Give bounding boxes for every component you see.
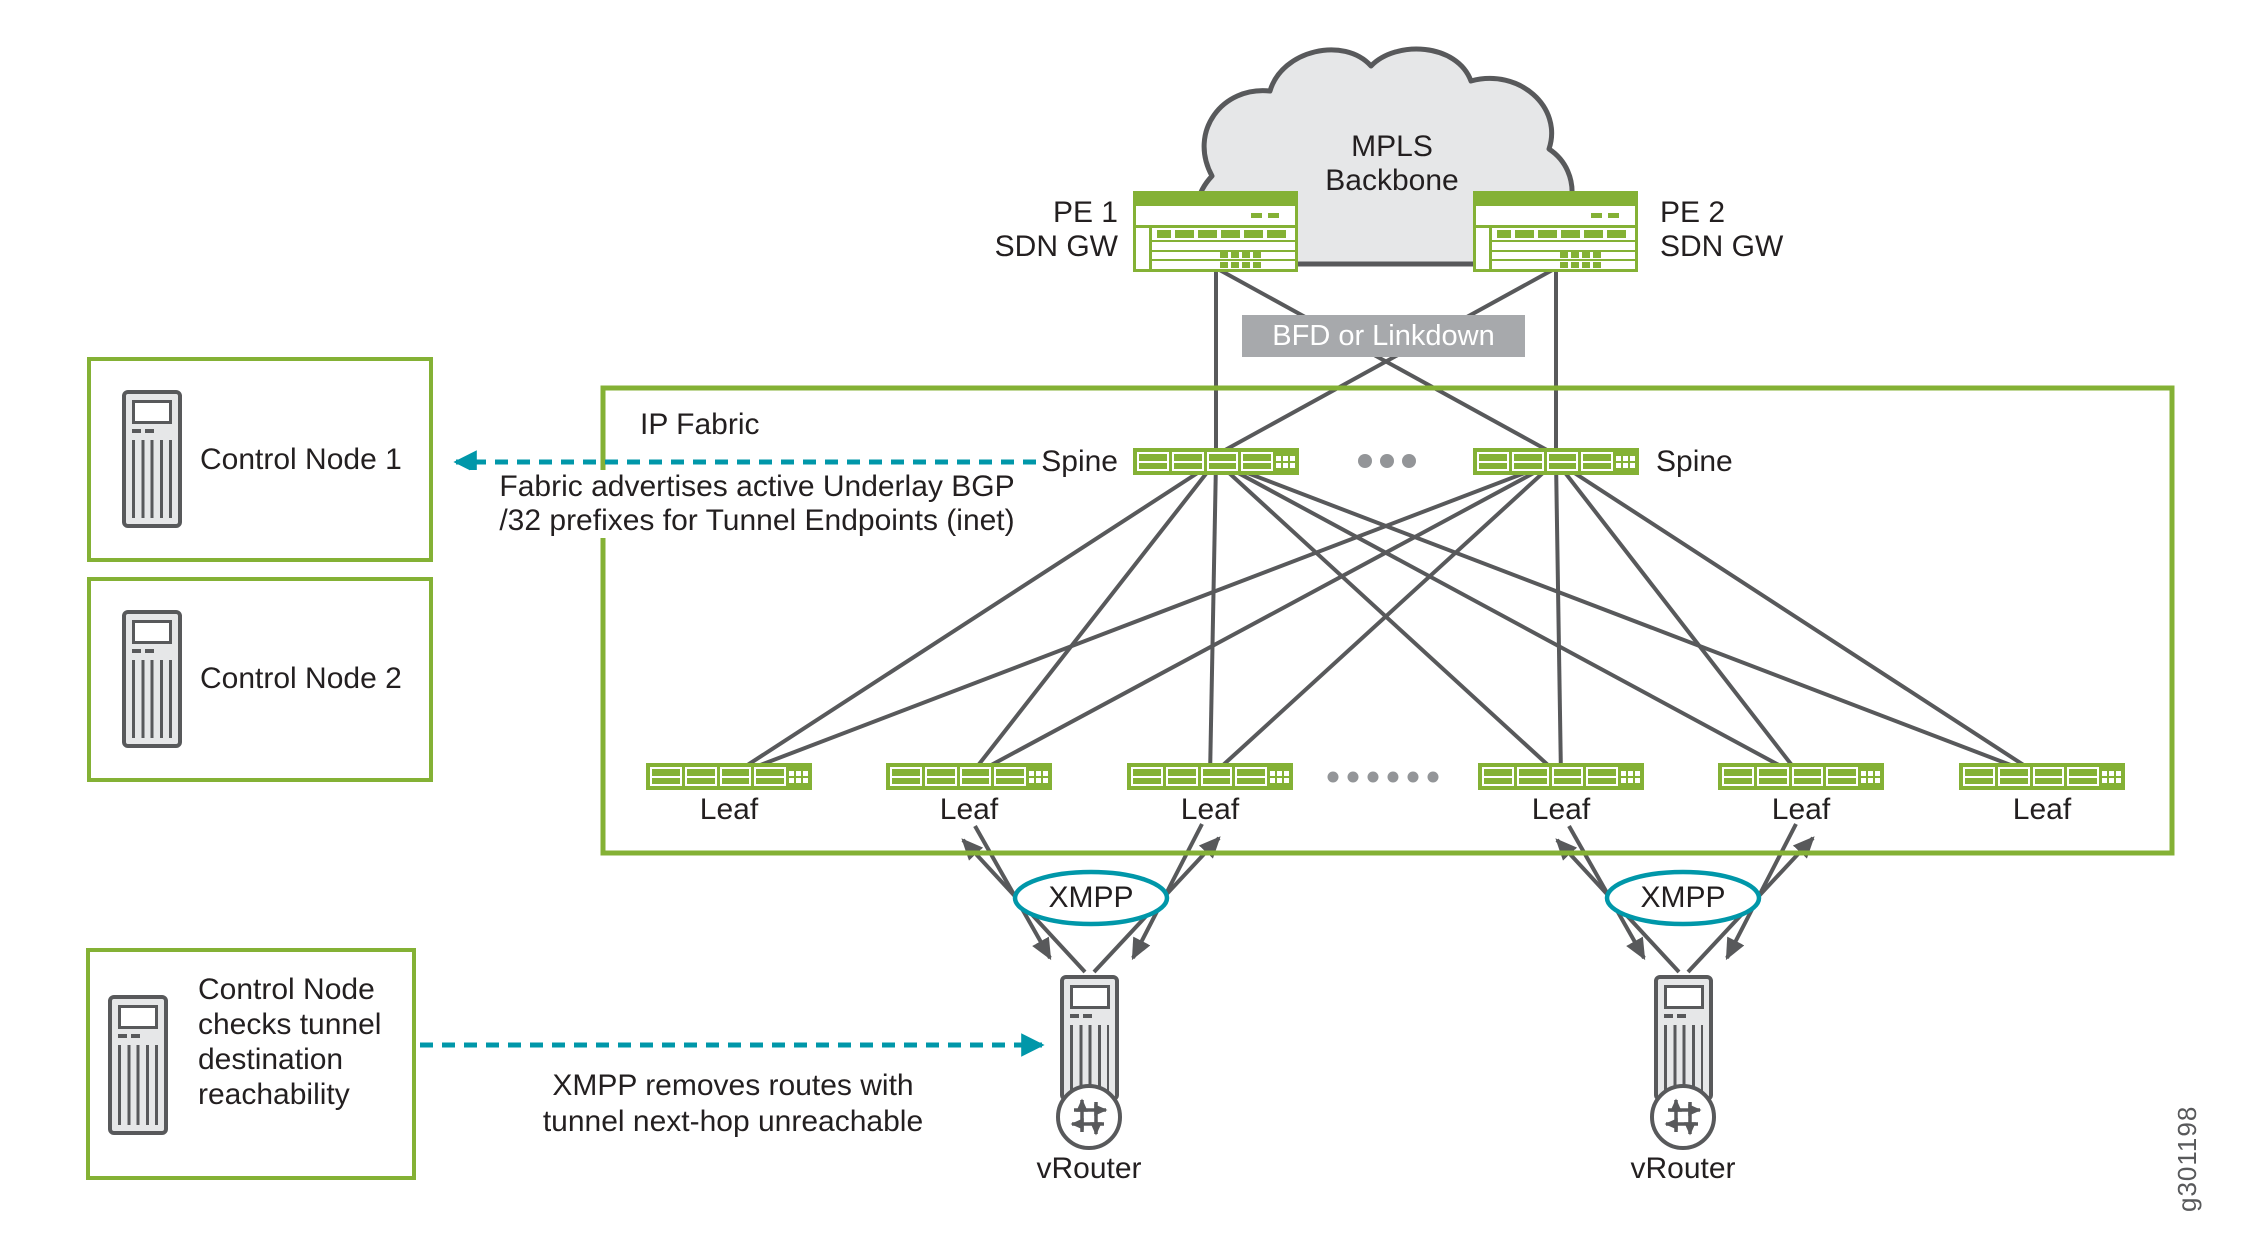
leaf-switch-icon [1127,763,1293,790]
control-node-checker-label: Control Node checks tunnel destination r… [198,973,382,1111]
leaf-label: Leaf [1531,793,1591,826]
leaf-switch-icon [1718,763,1884,790]
pe1-router-icon [1133,191,1298,272]
leaf-label: Leaf [2012,793,2072,826]
leaf-switch-icon [1959,763,2125,790]
leaf-label: Leaf [1180,793,1240,826]
xmpp-left-label: XMPP [1048,881,1134,914]
vrouter-right-label: vRouter [1630,1152,1736,1185]
pe2-router-icon [1473,191,1638,272]
leaf-label: Leaf [939,793,999,826]
annotation-arrows [420,450,1045,1057]
pe1-label: PE 1 SDN GW [994,196,1118,263]
spine-right-label: Spine [1656,445,1733,478]
mpls-backbone-label: MPLS Backbone [1325,130,1459,197]
leaf-switch-icon [646,763,812,790]
fabric-advertises-note: Fabric advertises active Underlay BGP /3… [470,470,1044,538]
vrouter-left-server-icon [1060,975,1119,1101]
spine-switch-icon [1133,448,1299,475]
ip-fabric-label: IP Fabric [640,408,760,441]
vrouter-right-router-icon [1650,1084,1716,1150]
control-node-2-server-icon [122,610,182,748]
spine-switch-icon [1473,448,1639,475]
bfd-linkdown-badge: BFD or Linkdown [1242,315,1525,357]
leaf-ellipsis-dots [1327,771,1439,783]
vrouter-left-router-icon [1056,1084,1122,1150]
pe2-label: PE 2 SDN GW [1660,196,1784,263]
xmpp-removes-note: XMPP removes routes with tunnel next-hop… [542,1069,924,1138]
spine-left-label: Spine [1041,445,1118,478]
control-node-1-label: Control Node 1 [200,443,402,476]
control-node-checker-server-icon [108,995,168,1135]
leaf-switch-icon [1478,763,1644,790]
leaf-label: Leaf [1771,793,1831,826]
vrouter-right-server-icon [1654,975,1713,1101]
spine-ellipsis-dots [1358,454,1416,468]
ip-fabric-box [600,385,2175,856]
leaf-label: Leaf [699,793,759,826]
spine-leaf-links [727,459,2044,779]
vrouter-left-label: vRouter [1036,1152,1142,1185]
figure-id: g301198 [2172,1105,2202,1212]
pe-spine-links [1214,266,1558,457]
xmpp-ovals [1012,869,1762,927]
control-node-2-label: Control Node 2 [200,662,402,695]
control-node-1-server-icon [122,390,182,528]
xmpp-right-label: XMPP [1640,881,1726,914]
leaf-switch-icon [886,763,1052,790]
